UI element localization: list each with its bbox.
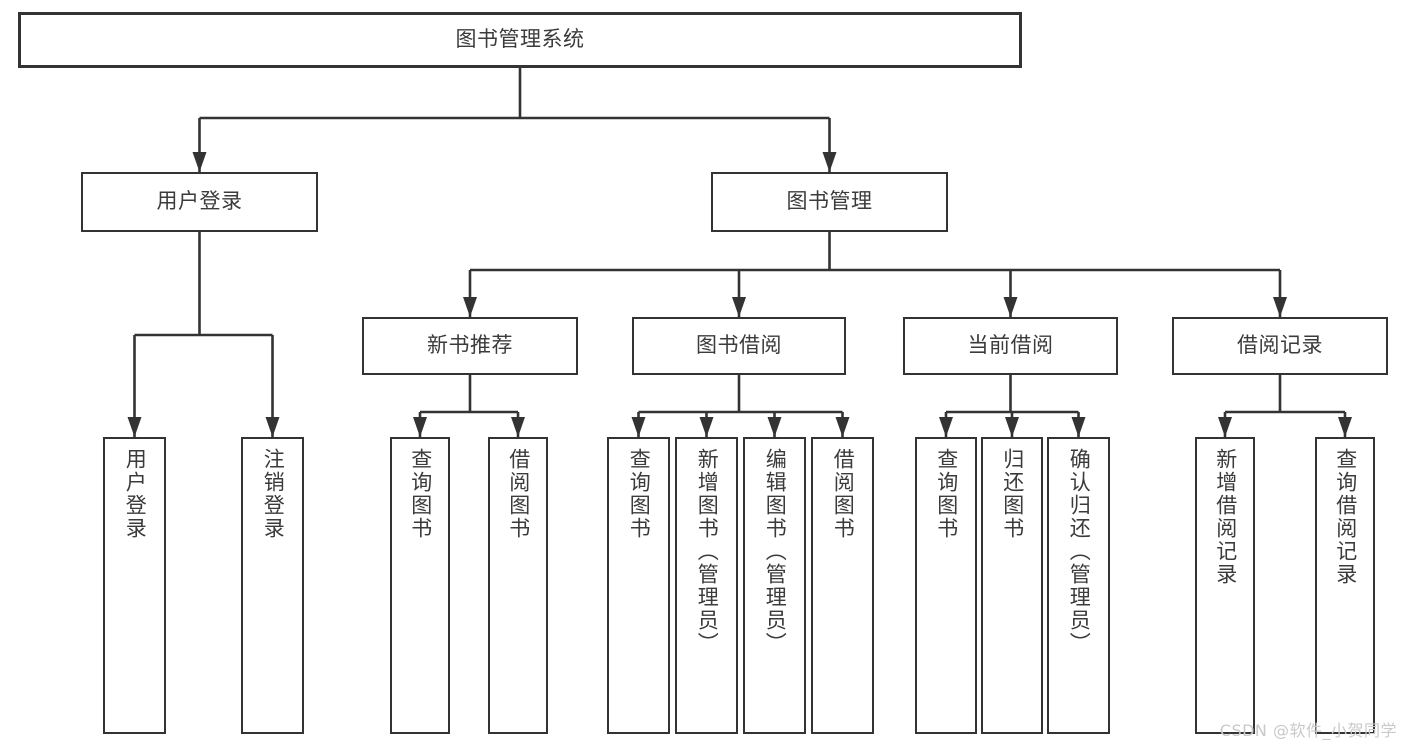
node-label: 查询图书 [934,448,959,540]
node-leaf-return[interactable]: 归还图书 [981,437,1043,734]
node-label: 注销登录 [261,448,286,540]
node-leaf-confirm[interactable]: 确认归还（管理员） [1047,437,1110,734]
arrowhead [1338,417,1352,437]
arrowhead [1218,417,1232,437]
node-leaf-q-book-2[interactable]: 查询图书 [607,437,670,734]
node-leaf-b-book-1[interactable]: 借阅图书 [488,437,548,734]
node-label: 确认归还（管理员） [1067,448,1092,655]
node-leaf-login[interactable]: 用户登录 [103,437,166,734]
arrowhead [767,417,782,437]
arrowhead [1071,417,1086,437]
node-label: 新增借阅记录 [1213,448,1238,586]
node-label: 用户登录 [156,189,243,214]
node-label: 当前借阅 [967,333,1054,358]
node-label: 新书推荐 [427,333,513,358]
node-borrow-record[interactable]: 借阅记录 [1172,317,1388,375]
node-label: 图书管理 [786,189,873,214]
node-leaf-b-book-2[interactable]: 借阅图书 [811,437,874,734]
arrowhead [732,297,746,317]
node-current-borrow[interactable]: 当前借阅 [903,317,1118,375]
arrowhead [1003,297,1018,317]
node-label: 借阅图书 [831,448,856,540]
node-label: 图书借阅 [696,333,782,358]
node-leaf-logout[interactable]: 注销登录 [241,437,304,734]
node-leaf-q-rec[interactable]: 查询借阅记录 [1315,437,1375,734]
arrowhead [413,417,427,437]
arrowhead [192,152,207,172]
arrowhead [463,297,477,317]
node-leaf-edit-book[interactable]: 编辑图书（管理员） [743,437,806,734]
arrowhead [822,152,837,172]
arrowhead [265,417,280,437]
arrowhead [1273,297,1287,317]
node-label: 编辑图书（管理员） [763,448,788,655]
node-label: 用户登录 [123,448,148,540]
arrowhead [699,417,714,437]
node-label: 归还图书 [1000,448,1025,540]
node-root[interactable]: 图书管理系统 [18,12,1022,68]
node-label: 图书管理系统 [455,27,585,52]
node-leaf-add-rec[interactable]: 新增借阅记录 [1195,437,1255,734]
node-leaf-add-book[interactable]: 新增图书（管理员） [675,437,738,734]
node-label: 借阅图书 [506,448,531,540]
node-new-book-rec[interactable]: 新书推荐 [362,317,578,375]
arrowhead [631,417,646,437]
arrowhead [939,417,953,437]
node-book-borrow[interactable]: 图书借阅 [632,317,846,375]
arrowhead [127,417,142,437]
arrowhead [1005,417,1019,437]
node-label: 新增图书（管理员） [695,448,720,655]
node-label: 查询图书 [627,448,652,540]
node-leaf-q-book-3[interactable]: 查询图书 [915,437,977,734]
arrowhead [835,417,850,437]
node-label: 借阅记录 [1237,333,1323,358]
node-label: 查询图书 [408,448,433,540]
node-user-login[interactable]: 用户登录 [81,172,318,232]
node-leaf-q-book-1[interactable]: 查询图书 [390,437,450,734]
node-label: 查询借阅记录 [1333,448,1358,586]
arrowhead [511,417,525,437]
node-book-manage[interactable]: 图书管理 [711,172,948,232]
